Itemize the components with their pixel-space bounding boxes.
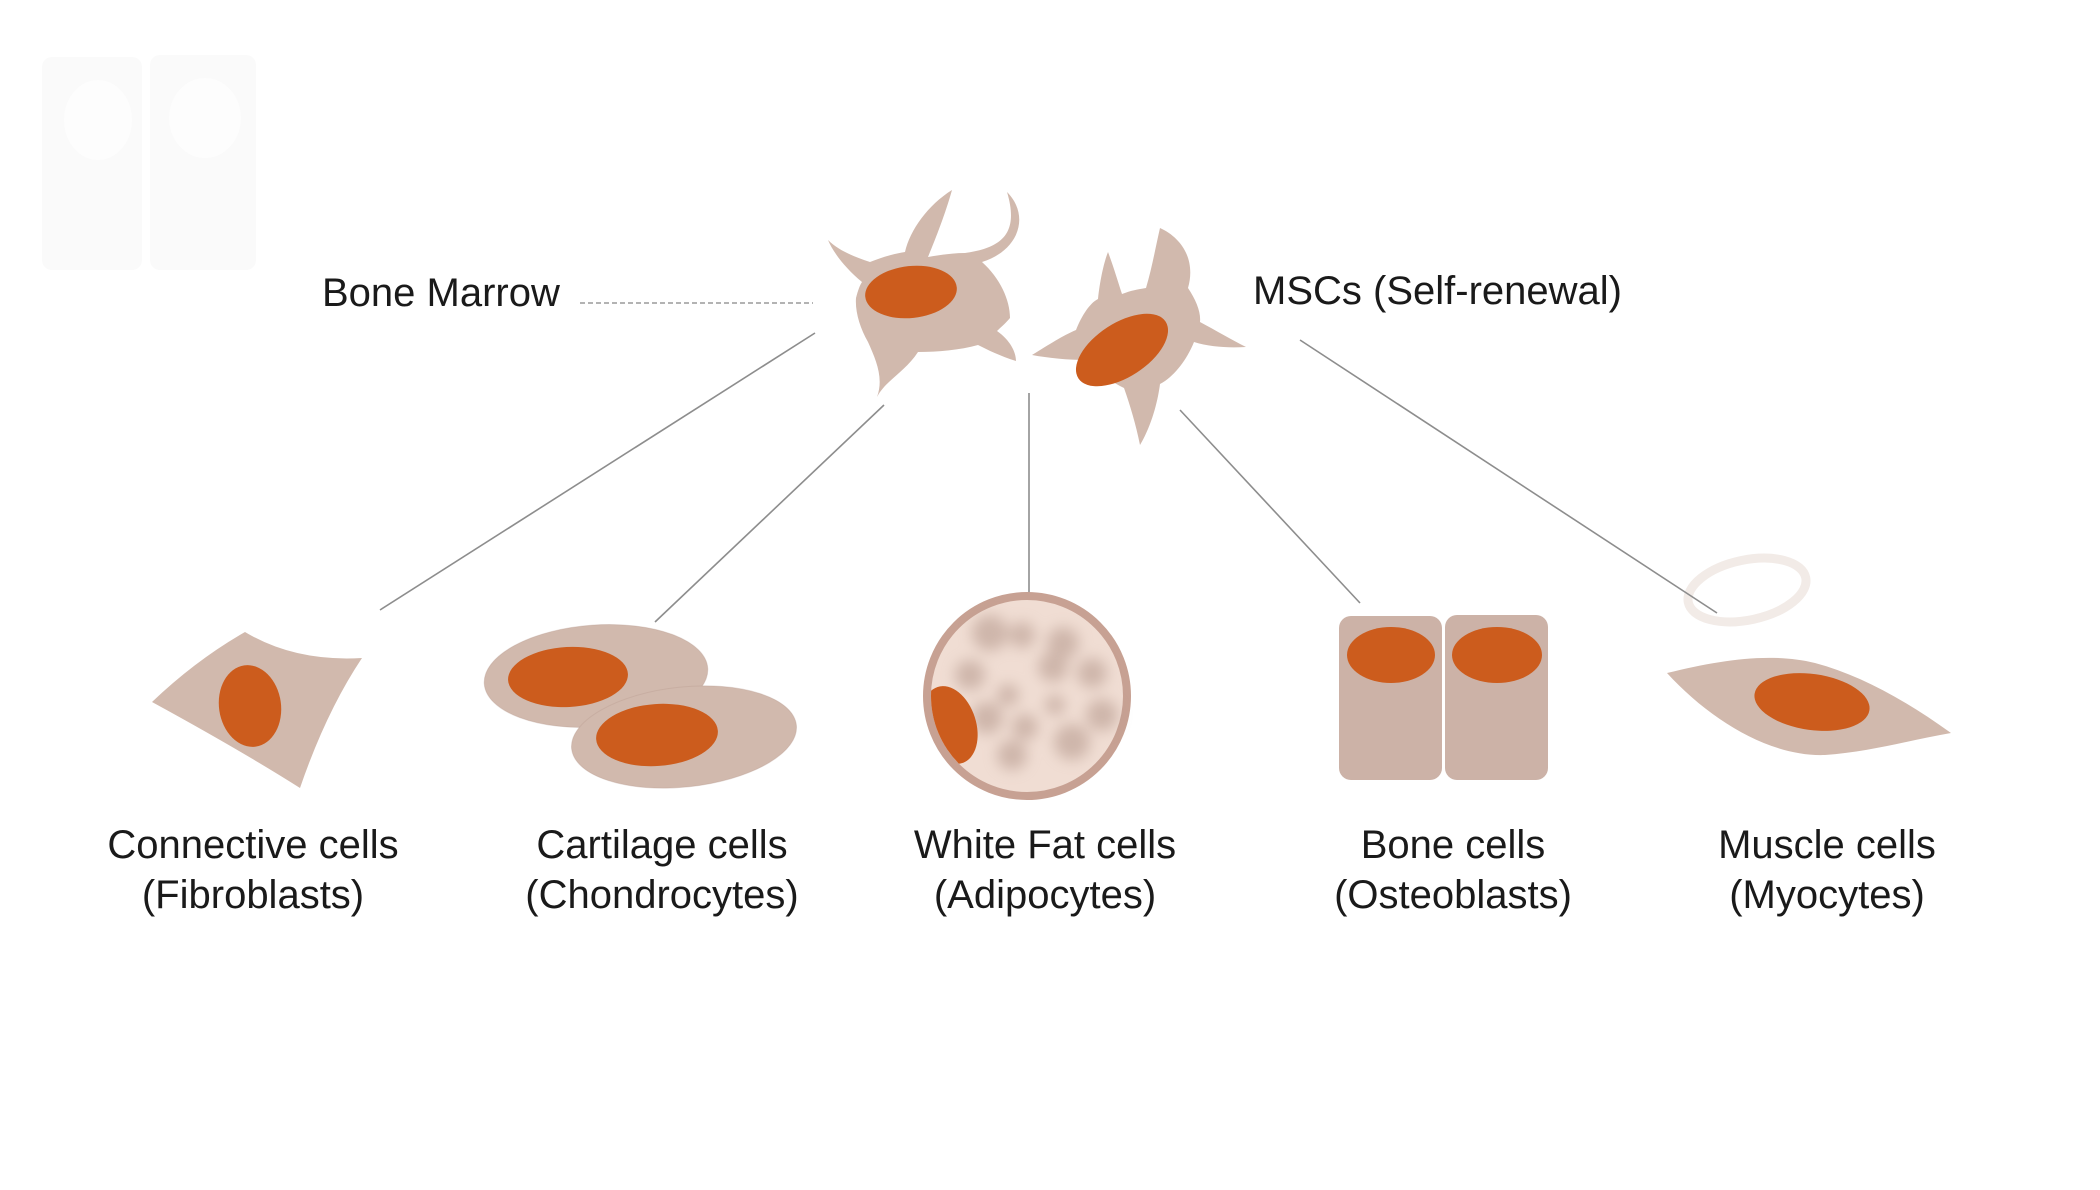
- chondrocytes-label: Cartilage cells (Chondrocytes): [442, 820, 882, 920]
- osteoblasts-label-subtype: (Osteoblasts): [1334, 873, 1572, 917]
- osteoblast-cells-icon: [1339, 615, 1548, 780]
- adipocytes-label-subtype: (Adipocytes): [933, 873, 1157, 917]
- msc-cell-1-nucleus: [865, 265, 957, 319]
- chondrocytes-label-name: Cartilage cells: [536, 823, 788, 867]
- line-to-chondrocyte: [654, 404, 885, 623]
- adipocyte-lipid-spots: [955, 615, 1118, 770]
- chondrocyte-cells-icon: [483, 624, 798, 789]
- chondrocytes-label-subtype: (Chondrocytes): [525, 873, 799, 917]
- adipocytes-label: White Fat cells (Adipocytes): [825, 820, 1265, 920]
- osteoblast-nucleus-1: [1347, 627, 1435, 683]
- watermark-ghost-shape: [42, 55, 256, 270]
- fibroblasts-label: Connective cells (Fibroblasts): [33, 820, 473, 920]
- msc-cell-2-icon: [1032, 228, 1246, 445]
- fibroblast-nucleus: [218, 665, 282, 747]
- msc-cell-1-icon: [828, 190, 1020, 397]
- line-to-myocyte: [1299, 339, 1718, 614]
- line-to-osteoblast: [1179, 409, 1361, 604]
- adipocytes-label-name: White Fat cells: [913, 823, 1177, 867]
- mscs-label: MSCs (Self-renewal): [1253, 269, 1622, 313]
- osteoblasts-label: Bone cells (Osteoblasts): [1233, 820, 1673, 920]
- fibroblasts-label-name: Connective cells: [107, 823, 399, 867]
- chondrocyte-nucleus-1: [508, 646, 628, 708]
- myocyte-cell-icon: [1667, 657, 1951, 756]
- chondrocyte-nucleus-2: [596, 703, 718, 767]
- bone-marrow-label: Bone Marrow: [322, 271, 560, 315]
- osteoblast-nucleus-2: [1452, 627, 1542, 683]
- myocytes-label: Muscle cells (Myocytes): [1607, 820, 2047, 920]
- osteoblasts-label-name: Bone cells: [1360, 823, 1546, 867]
- line-to-fibroblast: [379, 332, 816, 611]
- myocyte-nucleus: [1754, 673, 1870, 731]
- watermark-swirl: [1683, 553, 1811, 627]
- msc-cell-2-nucleus: [1075, 313, 1169, 387]
- myocytes-label-subtype: (Myocytes): [1729, 873, 1925, 917]
- myocytes-label-name: Muscle cells: [1718, 823, 1936, 867]
- adipocyte-cell-icon: [923, 592, 1131, 800]
- fibroblast-cell-icon: [152, 632, 362, 788]
- fibroblasts-label-subtype: (Fibroblasts): [141, 873, 365, 917]
